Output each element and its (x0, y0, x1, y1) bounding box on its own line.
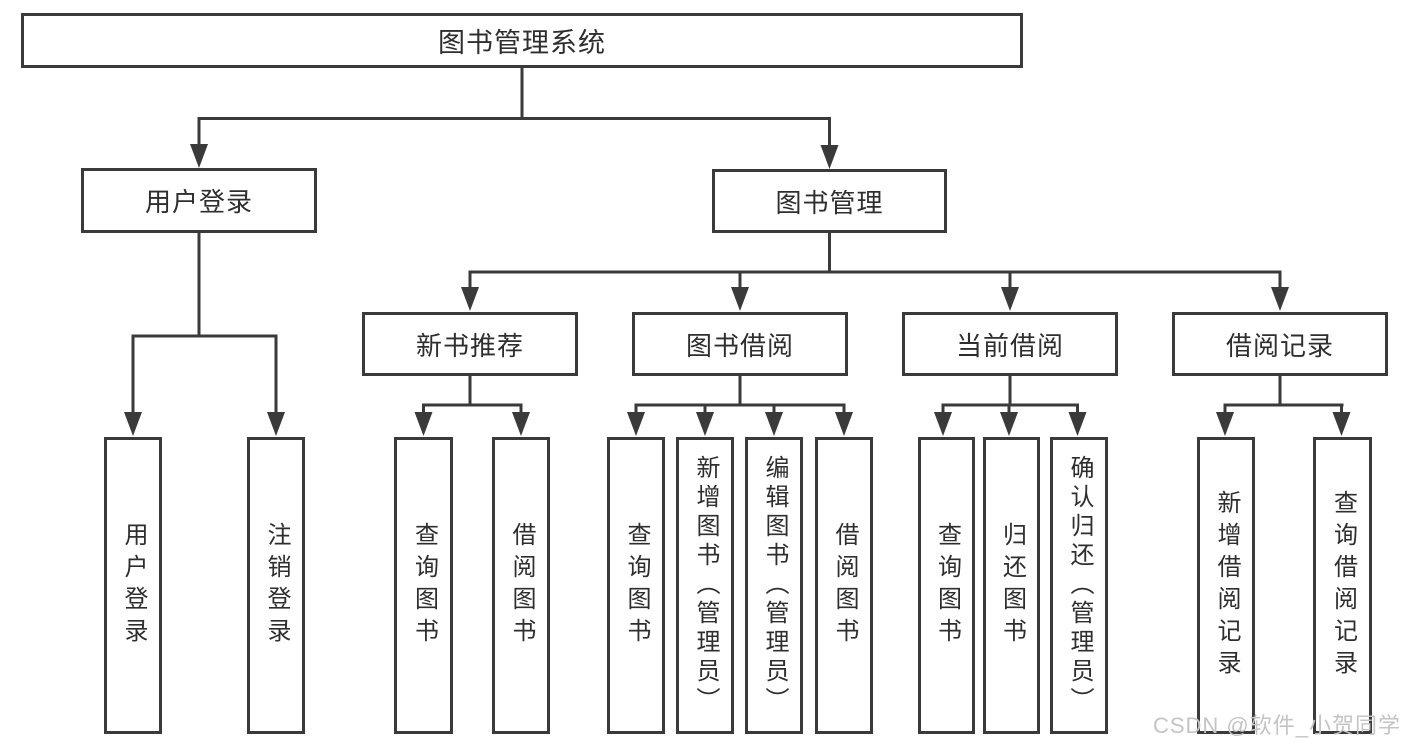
leaf-newbook-query-label: 查询图书 (410, 521, 438, 650)
leaf-borrow-borrow: 借阅图书 (815, 437, 873, 734)
node-book-borrow-label: 图书借阅 (685, 330, 794, 361)
node-root-label: 图书管理系统 (438, 28, 606, 58)
leaf-current-confirm: 确认归还（管理员） (1050, 437, 1108, 734)
leaf-borrow-add: 新增图书（管理员） (676, 437, 734, 734)
leaf-current-return-label: 归还图书 (998, 521, 1026, 650)
leaf-newbook-borrow: 借阅图书 (492, 437, 550, 734)
leaf-logout-label: 注销登录 (263, 521, 290, 650)
node-current-borrow: 当前借阅 (902, 312, 1118, 376)
leaf-records-query: 查询借阅记录 (1313, 437, 1372, 734)
node-book-management-label: 图书管理 (775, 187, 884, 218)
node-current-borrow-label: 当前借阅 (955, 330, 1064, 361)
leaf-borrow-borrow-label: 借阅图书 (831, 521, 858, 650)
node-user-login-label: 用户登录 (144, 187, 253, 217)
node-borrow-records-label: 借阅记录 (1225, 330, 1334, 361)
node-root: 图书管理系统 (21, 13, 1023, 68)
leaf-records-add-label: 新增借阅记录 (1213, 489, 1240, 682)
node-borrow-records: 借阅记录 (1172, 312, 1388, 376)
leaf-borrow-query-label: 查询图书 (623, 521, 650, 650)
leaf-current-confirm-label: 确认归还（管理员） (1066, 455, 1093, 716)
leaf-current-return: 归还图书 (983, 437, 1040, 734)
leaf-logout: 注销登录 (247, 437, 305, 734)
csdn-watermark: CSDN @软件_小贺同学 (1152, 713, 1401, 738)
leaf-user-login-label: 用户登录 (120, 521, 147, 650)
leaf-records-query-label: 查询借阅记录 (1329, 489, 1357, 682)
leaf-current-query-label: 查询图书 (933, 521, 961, 650)
node-new-book-recommend-label: 新书推荐 (415, 330, 524, 361)
leaf-borrow-edit: 编辑图书（管理员） (745, 437, 803, 734)
node-book-management: 图书管理 (712, 169, 947, 233)
leaf-borrow-edit-label: 编辑图书（管理员） (761, 455, 788, 716)
leaf-records-add: 新增借阅记录 (1197, 437, 1255, 734)
leaf-user-login: 用户登录 (104, 437, 162, 734)
node-user-login: 用户登录 (81, 168, 317, 233)
leaf-borrow-add-label: 新增图书（管理员） (692, 455, 719, 716)
leaf-borrow-query: 查询图书 (607, 437, 665, 734)
node-new-book-recommend: 新书推荐 (362, 312, 578, 376)
leaf-newbook-borrow-label: 借阅图书 (508, 521, 535, 650)
leaf-newbook-query: 查询图书 (394, 437, 453, 734)
leaf-current-query: 查询图书 (918, 437, 975, 734)
node-book-borrow: 图书借阅 (632, 312, 848, 376)
